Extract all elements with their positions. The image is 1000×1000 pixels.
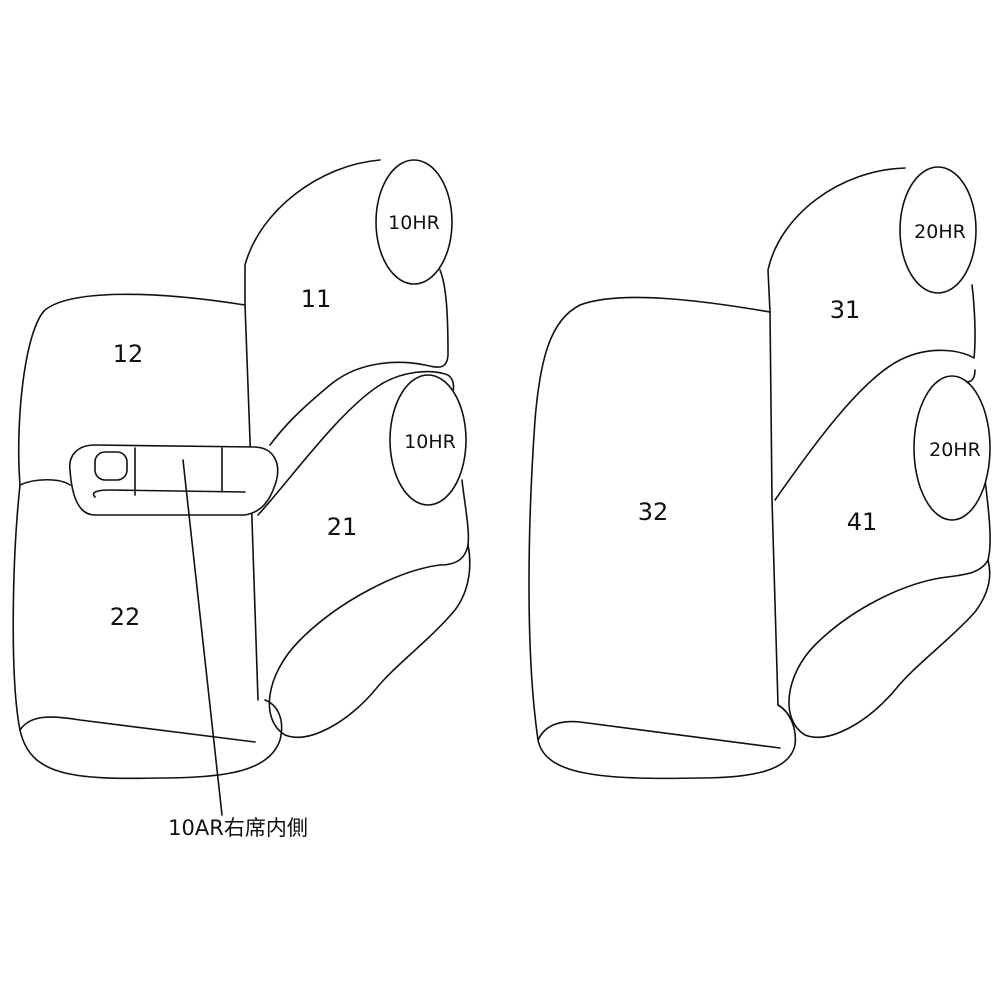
part-21-cushion-outline bbox=[268, 544, 471, 738]
label-11: 11 bbox=[301, 285, 332, 313]
label-32: 32 bbox=[638, 498, 669, 526]
callout-10ar-label: 10AR右席内側 bbox=[168, 816, 308, 840]
part-31-outline bbox=[767, 167, 976, 501]
armrest-cupholder bbox=[94, 451, 128, 481]
label-10hr-lower: 10HR bbox=[404, 431, 456, 453]
part-22-front-seam bbox=[19, 716, 256, 743]
label-21: 21 bbox=[327, 513, 358, 541]
label-31: 31 bbox=[830, 296, 861, 324]
part-32-outline bbox=[528, 296, 797, 780]
headrest-10hr-upper bbox=[375, 159, 453, 285]
label-22: 22 bbox=[110, 603, 141, 631]
part-41-cushion-outline bbox=[788, 559, 991, 738]
label-10hr-upper: 10HR bbox=[388, 212, 440, 234]
armrest-dividers bbox=[134, 447, 223, 496]
part-22-outline bbox=[12, 478, 283, 780]
right-seat-group: 20HR 20HR 31 32 41 bbox=[528, 166, 991, 780]
divider-line-right bbox=[769, 311, 779, 706]
armrest-seam bbox=[92, 489, 246, 498]
callout-line bbox=[182, 459, 223, 816]
label-20hr-upper: 20HR bbox=[914, 221, 966, 243]
part-11-outline bbox=[244, 159, 449, 446]
headrest-20hr-lower bbox=[913, 375, 991, 521]
headrest-10hr-lower bbox=[389, 374, 467, 506]
part-32-front-seam bbox=[537, 720, 781, 749]
headrest-20hr-upper bbox=[899, 166, 977, 294]
part-12-outline bbox=[17, 293, 251, 486]
label-41: 41 bbox=[847, 508, 878, 536]
label-20hr-lower: 20HR bbox=[929, 439, 981, 461]
left-seat-group: 10HR 10HR 11 12 21 22 10AR右席内側 bbox=[12, 159, 471, 840]
label-12: 12 bbox=[113, 340, 144, 368]
armrest-10ar bbox=[69, 444, 279, 516]
